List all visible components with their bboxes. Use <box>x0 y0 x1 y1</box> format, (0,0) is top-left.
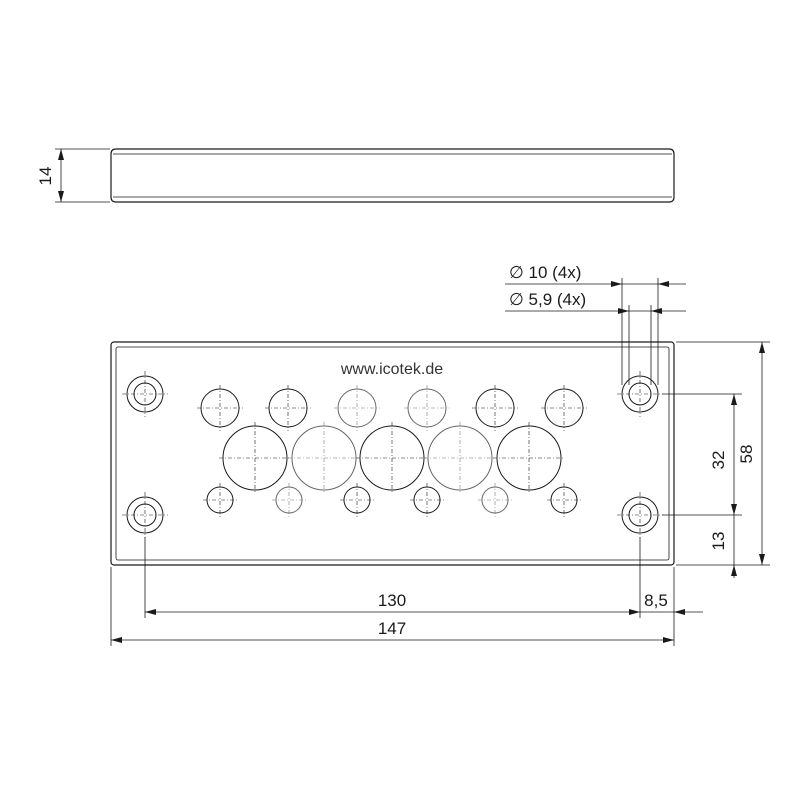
cable-entry-top-2 <box>265 385 311 431</box>
hole-large-label: ∅ 10 (4x) <box>509 263 581 282</box>
edge-offset-label: 8,5 <box>644 591 668 610</box>
cable-entry-middle-5 <box>493 422 565 494</box>
top-view: www.icotek.de <box>110 341 675 566</box>
cable-entry-middle-4 <box>424 422 496 494</box>
total-width-arrow-right <box>663 637 674 643</box>
cable-entry-middle-3 <box>356 422 428 494</box>
total-height-label: 58 <box>737 445 756 464</box>
cable-entry-top-5 <box>472 385 518 431</box>
vertical-pitch-arrow-bottom <box>731 504 737 515</box>
cable-entry-middle-2 <box>288 422 360 494</box>
mounting-hole-top-right <box>617 371 663 417</box>
thickness-arrow-top <box>58 149 64 160</box>
total-height-arrow-bottom <box>759 554 765 565</box>
vertical-pitch-arrow-top <box>731 394 737 405</box>
side-view-outline <box>110 148 675 203</box>
horizontal-pitch-arrow-right <box>629 609 640 615</box>
vertical-pitch-label: 32 <box>709 451 728 470</box>
diameter-10-arrow-right <box>658 281 669 287</box>
mounting-hole-top-left <box>122 371 168 417</box>
horizontal-pitch-label: 130 <box>378 591 406 610</box>
cable-entry-bottom-1 <box>203 483 237 517</box>
cable-entry-bottom-5 <box>478 483 512 517</box>
thickness-label: 14 <box>36 167 55 186</box>
diameter-5-9-arrow-left <box>618 308 629 314</box>
brand-text: www.icotek.de <box>340 361 443 378</box>
hole-small-label: ∅ 5,9 (4x) <box>509 290 586 309</box>
cable-entry-top-1 <box>197 385 243 431</box>
vertical-dimensions: 32 13 58 <box>662 341 770 578</box>
frame-inner-edge <box>115 346 670 561</box>
total-width-arrow-left <box>111 637 122 643</box>
mounting-hole-bottom-right <box>617 492 663 538</box>
total-height-arrow-top <box>759 342 765 353</box>
hole-diameter-dimensions: ∅ 10 (4x) ∅ 5,9 (4x) <box>505 263 686 385</box>
mounting-hole-bottom-left <box>122 492 168 538</box>
cable-entry-top-6 <box>541 385 587 431</box>
horizontal-pitch-arrow-left <box>145 609 156 615</box>
diameter-5-9-arrow-right <box>651 308 662 314</box>
bottom-offset-label: 13 <box>709 532 728 551</box>
cable-entry-bottom-2 <box>272 483 306 517</box>
cable-entry-middle-1 <box>219 422 291 494</box>
cable-entry-bottom-6 <box>547 483 581 517</box>
frame-outline <box>110 341 675 566</box>
bottom-offset-arrow <box>731 565 737 576</box>
horizontal-dimensions: 130 8,5 147 <box>110 537 703 646</box>
thickness-arrow-bottom <box>58 191 64 202</box>
cable-entry-bottom-3 <box>340 483 374 517</box>
edge-offset-arrow <box>674 609 685 615</box>
side-view: 14 <box>36 148 675 203</box>
cable-entry-bottom-4 <box>410 483 444 517</box>
cable-entry-top-3 <box>334 385 380 431</box>
total-width-label: 147 <box>378 619 406 638</box>
cable-entry-top-4 <box>404 385 450 431</box>
diameter-10-arrow-left <box>611 281 622 287</box>
